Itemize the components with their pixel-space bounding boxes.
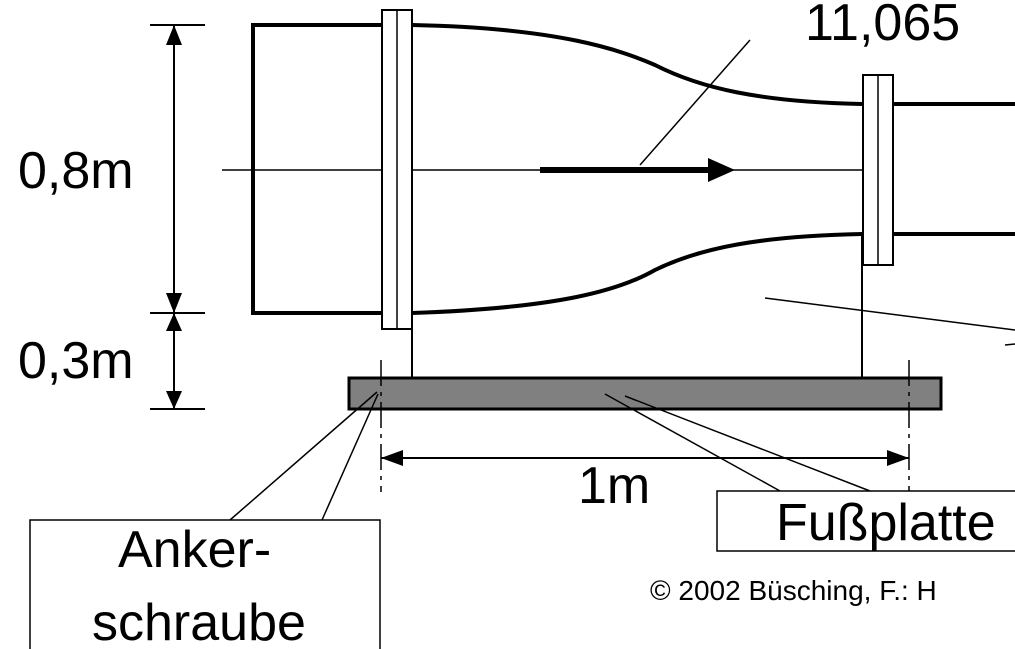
baseplate-label: Fußplatte (776, 494, 996, 552)
height-dimension-upper (150, 24, 205, 314)
flow-arrow-head (708, 158, 735, 182)
anchor-leader-b (321, 393, 379, 521)
callout-leader-lower (1004, 343, 1015, 346)
force-label: 11,065 (805, 0, 960, 52)
width-label: 1m (578, 457, 650, 515)
anchor-label-line1: Anker- (118, 521, 271, 579)
anchor-leader-a (229, 391, 378, 521)
copyright-text: © 2002 Büsching, F.: H (650, 575, 937, 606)
anchor-callout-box (29, 519, 381, 649)
width-dimension (381, 450, 909, 466)
nozzle-wall-top (411, 23, 863, 106)
height-label-lower: 0,3m (18, 332, 134, 390)
height-label-upper: 0,8m (18, 142, 134, 200)
callout-leader-upper (764, 297, 1015, 331)
baseplate-leader-upper (604, 393, 781, 492)
baseplate-leader-lower (624, 395, 871, 492)
nozzle-wall-bottom (411, 232, 863, 315)
baseplate-callout-box (716, 490, 1015, 552)
inlet-section (251, 23, 383, 315)
force-leader-line (639, 39, 751, 166)
height-dimension-lower (150, 313, 205, 410)
anchor-label-line2: schraube (92, 594, 306, 649)
